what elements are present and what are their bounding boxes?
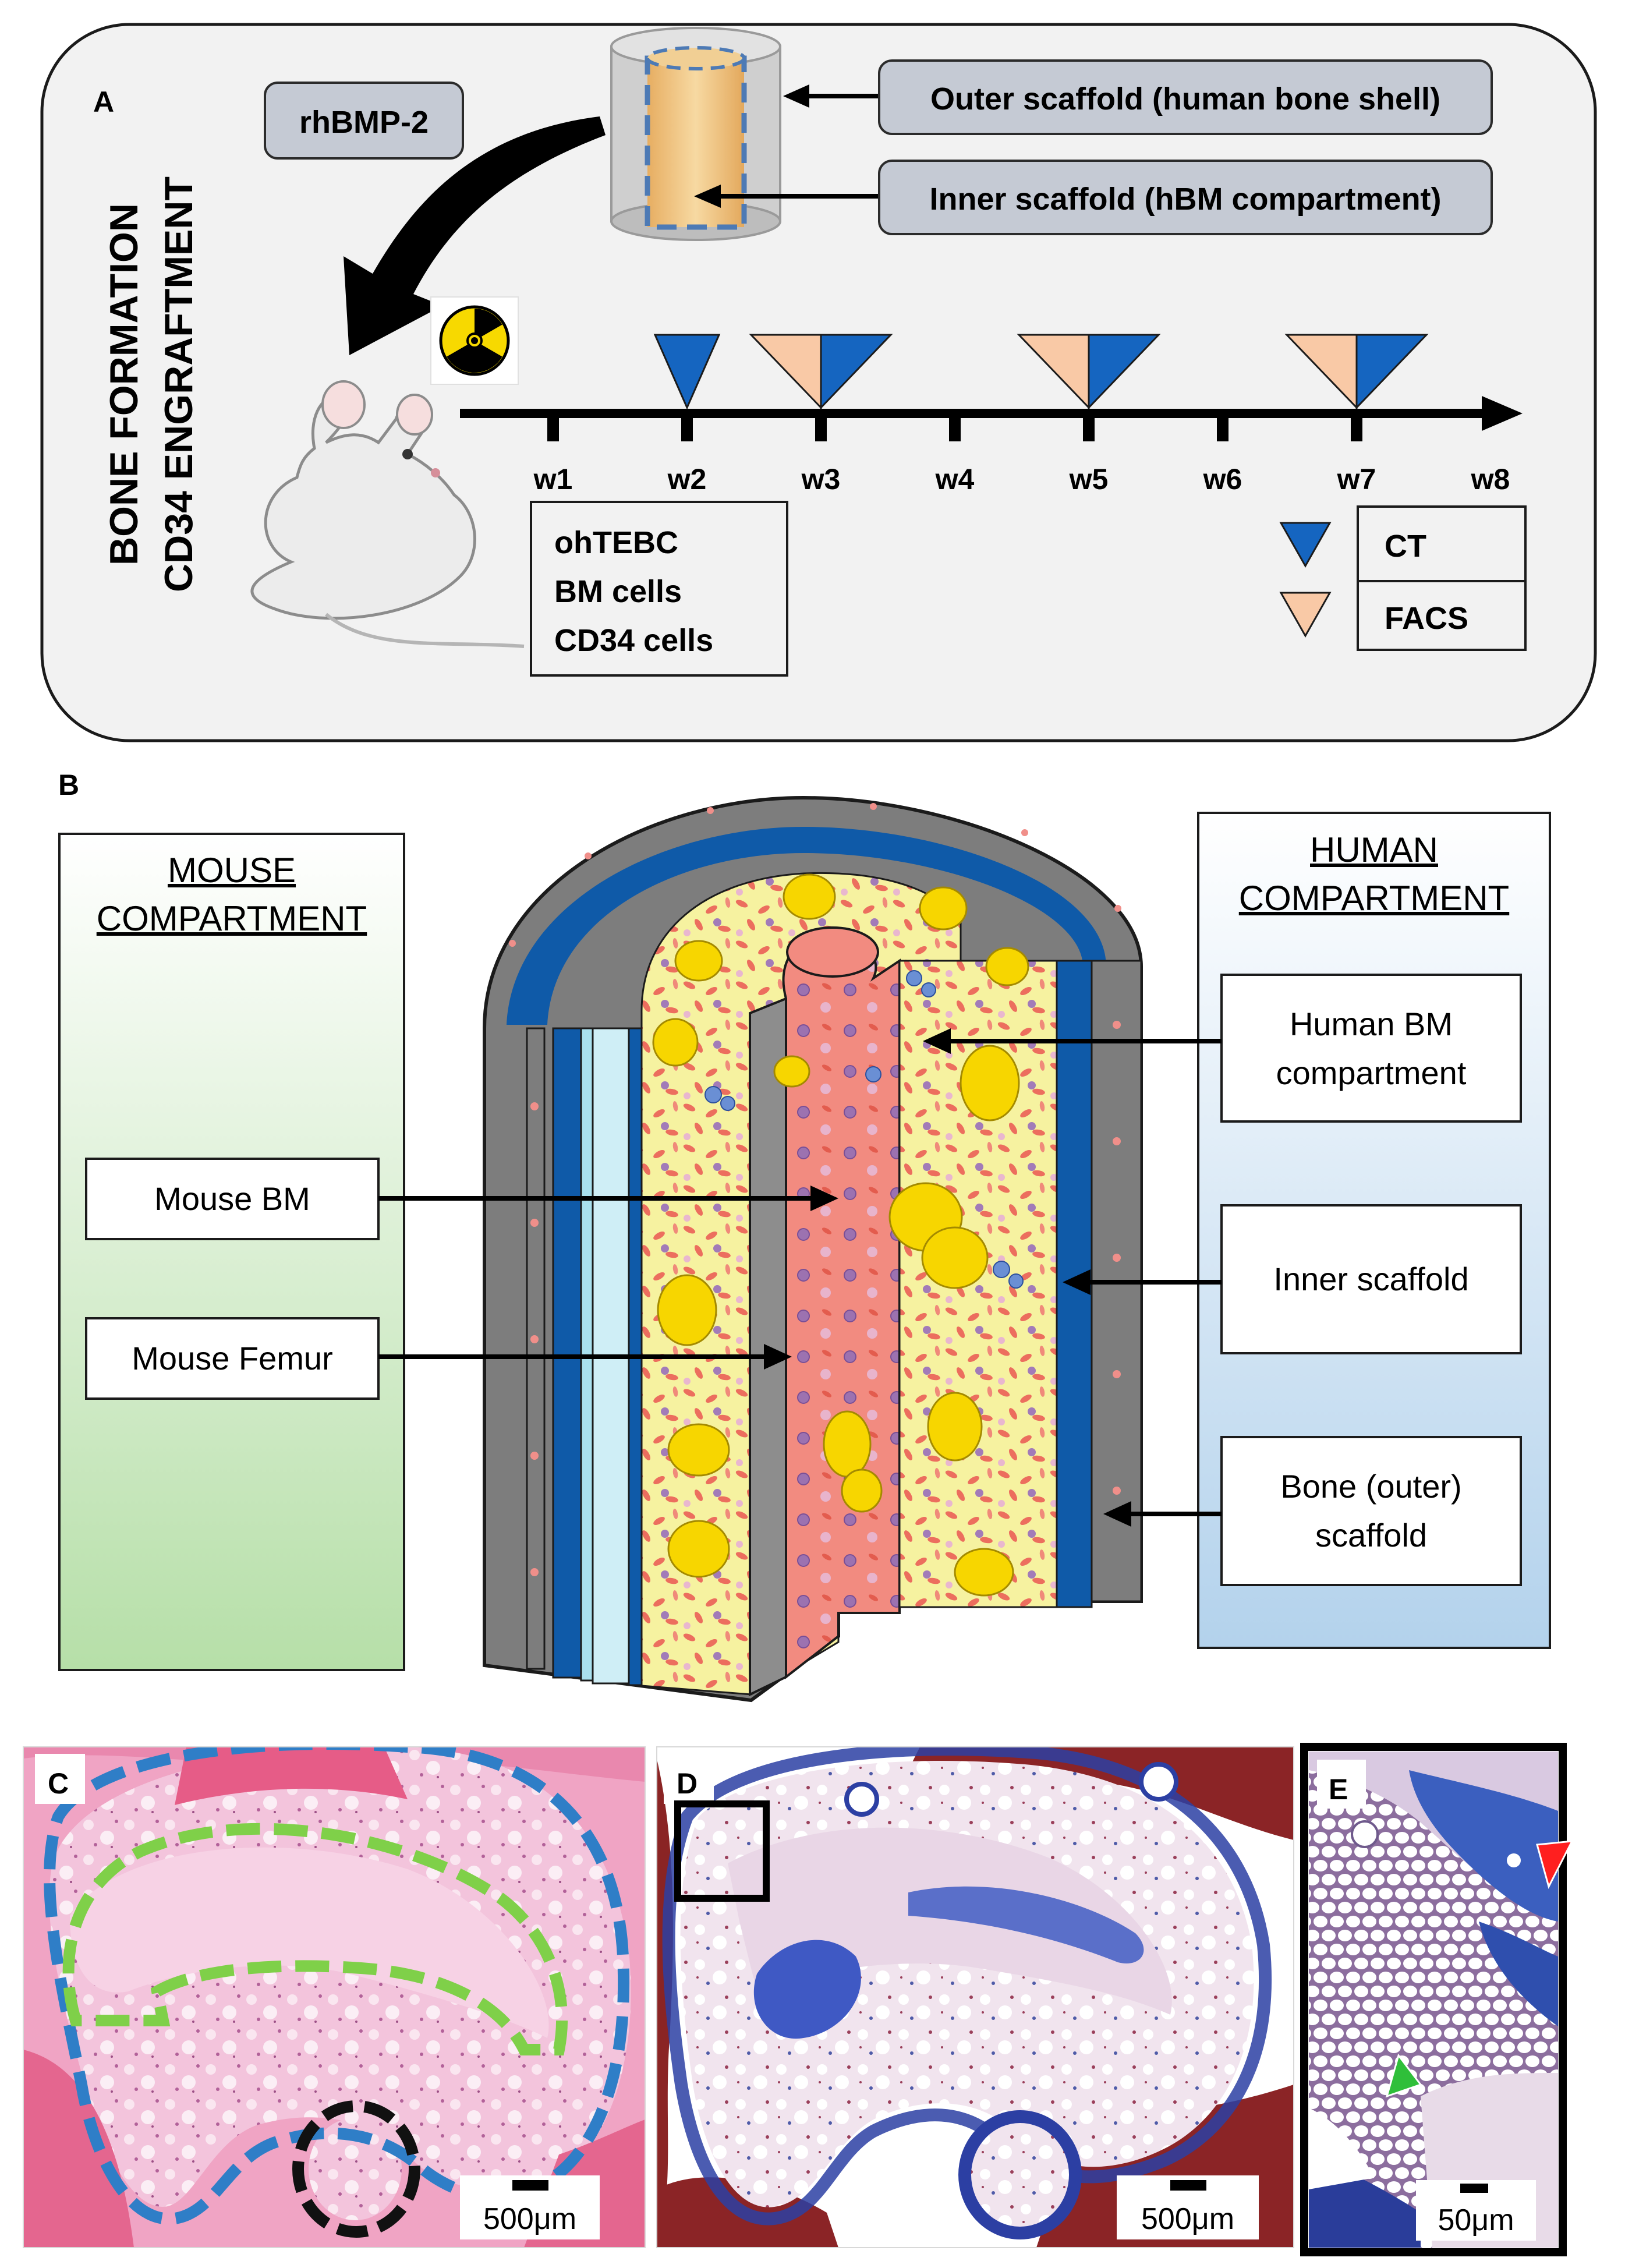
injection-line-1: ohTEBC [554, 525, 678, 560]
bone-outer-label-2: scaffold [1315, 1517, 1427, 1554]
timeline-tick [949, 418, 961, 441]
panel-e-letter: E [1329, 1773, 1348, 1806]
week-label: w5 [1069, 463, 1109, 496]
mouse-compartment-title-2: COMPARTMENT [97, 899, 367, 938]
legend-facs-box [1357, 580, 1527, 651]
panel-c: C 500μm [23, 1746, 646, 2248]
timeline-ticks [547, 418, 1362, 441]
human-bm-box [1220, 974, 1522, 1123]
timeline-tick [547, 418, 559, 441]
histology-image-e [1309, 1752, 1558, 2248]
week-label: w7 [1337, 463, 1376, 496]
vertical-title-line-1: BONE FORMATION [102, 203, 146, 565]
timeline-tick [681, 418, 693, 441]
panel-d-letter-bg [664, 1754, 714, 1804]
timeline-week-labels: w1 w2 w3 w4 w5 w6 w7 w8 [533, 463, 1510, 496]
bone-cross-section-illustration [483, 795, 1143, 1703]
week-label: w1 [533, 463, 573, 496]
mouse-femur-outline [292, 2100, 420, 2238]
timeline-tick [815, 418, 827, 441]
mouse-femur-label: Mouse Femur [132, 1340, 332, 1377]
inner-scaffold-label-box [878, 160, 1493, 235]
scale-bar-c [512, 2180, 548, 2191]
arrow-head-icon [694, 185, 721, 208]
legend-ct-icon [1279, 522, 1332, 568]
legend-ct-box [1357, 505, 1527, 582]
inset-region-box [674, 1800, 770, 1902]
panel-c-letter: C [48, 1767, 69, 1800]
arrow-head-icon [783, 84, 809, 108]
histology-image-c [23, 1747, 645, 2248]
mouse-compartment-title-1: MOUSE [168, 851, 296, 890]
inner-scaffold-outline [62, 1823, 568, 2055]
outer-scaffold-label: Outer scaffold (human bone shell) [930, 82, 1440, 116]
mouse-icon [250, 380, 525, 648]
inner-scaffold-label: Inner scaffold (hBM compartment) [929, 182, 1441, 217]
injection-box [530, 501, 788, 677]
outer-scaffold-label-box [878, 59, 1493, 135]
bone-outer-box [1220, 1436, 1522, 1586]
histology-image-d [657, 1747, 1294, 2248]
panel-c-letter-bg [35, 1754, 85, 1804]
green-arrowhead-icon [1385, 2053, 1422, 2098]
panel-b-arrows [378, 1028, 1222, 1527]
ct-marker-icon [1355, 334, 1429, 410]
panel-d: D 500μm [656, 1746, 1294, 2248]
panel-e: E 50μm [1300, 1743, 1574, 2256]
inner-scaffold-label-b: Inner scaffold [1273, 1261, 1468, 1297]
mouse-bm-label: Mouse BM [154, 1180, 310, 1217]
red-arrowhead-icon [1536, 1840, 1574, 1890]
legend-facs-icon [1279, 592, 1332, 638]
implantation-arrow-icon [344, 116, 606, 355]
timeline-arrow-icon [1482, 396, 1523, 431]
ct-marker-icon [820, 334, 893, 410]
week-label: w8 [1471, 463, 1510, 496]
ct-marker-icon [653, 334, 721, 410]
mouse-compartment-panel [58, 833, 405, 1671]
panel-e-frame [1300, 1743, 1567, 2256]
panel-b-letter: B [58, 769, 79, 801]
scale-bar-e-label: 50μm [1438, 2203, 1514, 2237]
timeline-tick [1083, 418, 1095, 441]
radiation-icon [430, 296, 519, 385]
rhbmp-label: rhBMP-2 [299, 105, 429, 140]
timeline-tick [1217, 418, 1229, 441]
scale-bar-c-label: 500μm [483, 2202, 576, 2236]
legend-facs-label: FACS [1385, 601, 1468, 636]
panel-a-letter: A [93, 86, 114, 118]
human-compartment-title-1: HUMAN [1310, 830, 1438, 869]
rhbmp-label-box [264, 82, 464, 160]
week-label: w6 [1203, 463, 1242, 496]
injection-line-3: CD34 cells [554, 623, 713, 658]
week-label: w4 [935, 463, 975, 496]
timeline-tick [1351, 418, 1362, 441]
panel-e-letter-bg [1317, 1760, 1366, 1809]
human-compartment-title-2: COMPARTMENT [1239, 879, 1509, 918]
human-bm-label-1: Human BM [1290, 1006, 1453, 1042]
human-bm-label-2: compartment [1276, 1055, 1467, 1091]
week-label: w2 [667, 463, 707, 496]
panel-d-letter: D [677, 1767, 698, 1800]
scaffold-cylinder-icon [610, 27, 781, 241]
legend-ct-label: CT [1385, 529, 1426, 564]
scale-bar-d-label: 500μm [1141, 2202, 1234, 2236]
bone-outer-label-1: Bone (outer) [1280, 1468, 1461, 1505]
inner-scaffold-box [1220, 1204, 1522, 1354]
injection-line-2: BM cells [554, 574, 682, 609]
scale-bar-d [1170, 2180, 1206, 2191]
week-label: w3 [801, 463, 841, 496]
ct-marker-icon [1088, 334, 1161, 410]
vertical-title-line-2: CD34 ENGRAFTMENT [157, 176, 201, 592]
timeline-markers [653, 334, 1429, 410]
panel-b: B MOUSE COMPARTMENT Mouse BM Mouse Femur… [58, 769, 1551, 1703]
scale-bar-e [1460, 2184, 1488, 2193]
panel-a: A BONE FORMATION CD34 ENGRAFTMENT rhBMP-… [40, 23, 1597, 742]
